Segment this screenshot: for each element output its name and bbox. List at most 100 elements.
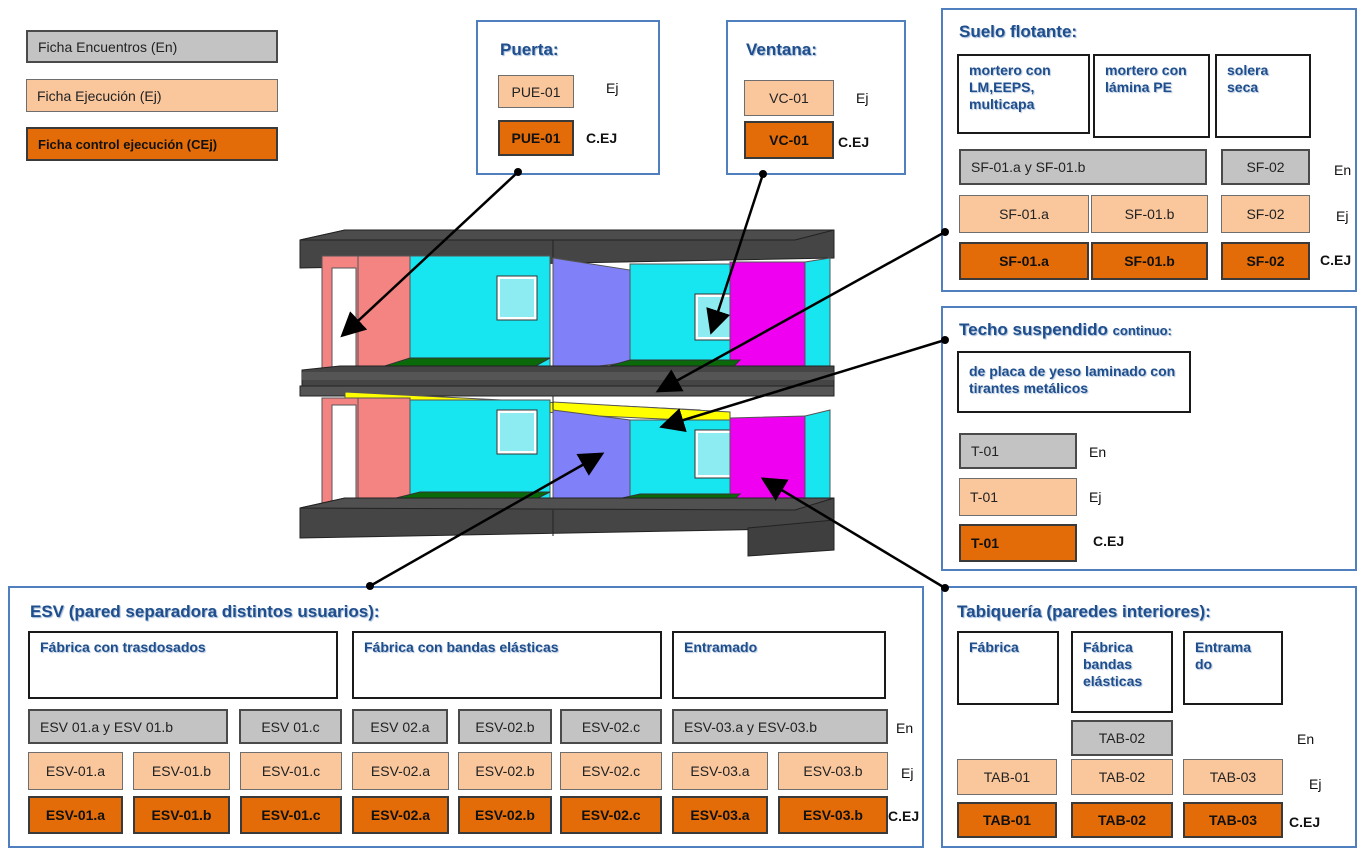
esv-en-chip-5: ESV-02.c (560, 709, 662, 744)
suelo-header-2: mortero con lámina PE (1093, 54, 1210, 138)
arrow-esv (369, 452, 605, 588)
esv-cej-chip-4: ESV-02.a (352, 796, 449, 834)
suelo-ej-chip-1: SF-01.a (959, 195, 1089, 233)
esv-header-3: Entramado (672, 631, 886, 699)
suelo-cej-chip-2: SF-01.b (1091, 242, 1208, 280)
esv-en-chip-4: ESV-02.b (458, 709, 552, 744)
ventana-title: Ventana: (746, 40, 817, 59)
arrow-puerta (340, 171, 519, 338)
esv-en-chip-2: ESV 01.c (239, 709, 342, 744)
upper-window-1-glass (500, 279, 534, 317)
techo-en-tag: En (1089, 444, 1107, 460)
dot-puerta (514, 168, 522, 176)
arrow-techo (659, 338, 946, 433)
esv-header-1: Fábrica con trasdosados (28, 631, 338, 699)
legend-encuentros: Ficha Encuentros (En) (26, 30, 278, 63)
legend-ejecucion: Ficha Ejecución (Ej) (26, 79, 278, 112)
tabiqueria-panel: Tabiquería (paredes interiores): Fábrica… (941, 586, 1357, 848)
esv-ej-chip-6: ESV-02.c (560, 752, 662, 790)
esv-title: ESV (pared separadora distintos usuarios… (30, 602, 380, 621)
tabiqueria-ej-chip-3: TAB-03 (1183, 759, 1283, 795)
puerta-cej-tag: C.EJ (586, 130, 618, 146)
tabiqueria-cej-tag: C.EJ (1289, 814, 1321, 830)
esv-ej-tag: Ej (901, 765, 914, 781)
arrow-ventana (706, 173, 765, 335)
tabiqueria-cej-chip-2: TAB-02 (1071, 802, 1173, 838)
puerta-cej-chip: PUE-01 (498, 120, 574, 156)
techo-cej-tag: C.EJ (1093, 533, 1125, 549)
puerta-ej-chip: PUE-01 (498, 75, 574, 108)
suelo-en-chip-1: SF-01.a y SF-01.b (959, 149, 1207, 185)
arrow-suelo (655, 230, 946, 393)
suelo-cej-chip-1: SF-01.a (959, 242, 1089, 280)
dot-techo (941, 336, 949, 344)
tabiqueria-header-2: Fábrica bandas elásticas (1071, 631, 1173, 713)
ventana-cej-tag: C.EJ (838, 134, 870, 150)
esv-ej-chip-5: ESV-02.b (458, 752, 552, 790)
tabiqueria-title: Tabiquería (paredes interiores): (957, 602, 1211, 621)
esv-cej-chip-1: ESV-01.a (28, 796, 123, 834)
ventana-ej-chip: VC-01 (744, 80, 834, 116)
puerta-ej-tag: Ej (606, 80, 619, 96)
esv-cej-chip-2: ESV-01.b (133, 796, 230, 834)
techo-title-main: Techo suspendido (959, 320, 1108, 339)
esv-ej-chip-8: ESV-03.b (778, 752, 888, 790)
techo-ej-chip: T-01 (959, 478, 1077, 516)
esv-cej-chip-5: ESV-02.b (458, 796, 552, 834)
techo-title: Techo suspendido continuo: (959, 320, 1172, 340)
techo-panel: Techo suspendido continuo: de placa de y… (941, 306, 1357, 571)
ventana-cej-chip: VC-01 (744, 121, 834, 159)
suelo-en-chip-2: SF-02 (1221, 149, 1310, 185)
esv-en-tag: En (896, 720, 914, 736)
suelo-panel: Suelo flotante: mortero con LM,EEPS, mul… (941, 8, 1357, 292)
suelo-en-tag: En (1334, 162, 1352, 178)
techo-cej-chip: T-01 (959, 524, 1077, 562)
suelo-cej-chip-3: SF-02 (1221, 242, 1310, 280)
esv-ej-chip-2: ESV-01.b (133, 752, 230, 790)
tabiqueria-cej-chip-1: TAB-01 (957, 802, 1057, 838)
puerta-title: Puerta: (500, 40, 559, 59)
esv-cej-chip-7: ESV-03.a (672, 796, 768, 834)
legend-control: Ficha control ejecución (CEj) (26, 127, 278, 161)
suelo-cej-tag: C.EJ (1320, 252, 1352, 268)
lower-door-opening (331, 404, 357, 506)
esv-cej-tag: C.EJ (888, 808, 920, 824)
dot-esv (366, 582, 374, 590)
esv-panel: ESV (pared separadora distintos usuarios… (8, 586, 924, 848)
tabiqueria-cej-chip-3: TAB-03 (1183, 802, 1283, 838)
tabiqueria-ej-tag: Ej (1309, 776, 1322, 792)
tabiqueria-ej-chip-2: TAB-02 (1071, 759, 1173, 795)
esv-cej-chip-8: ESV-03.b (778, 796, 888, 834)
esv-cej-chip-3: ESV-01.c (240, 796, 342, 834)
tabiqueria-header-3: Entrama do (1183, 631, 1283, 705)
ventana-panel: Ventana: VC-01 Ej VC-01 C.EJ (726, 20, 906, 175)
esv-ej-chip-1: ESV-01.a (28, 752, 123, 790)
suelo-title: Suelo flotante: (959, 22, 1078, 41)
esv-ej-chip-3: ESV-01.c (240, 752, 342, 790)
roof-top (299, 229, 835, 241)
esv-en-chip-3: ESV 02.a (352, 709, 448, 744)
suelo-ej-chip-2: SF-01.b (1091, 195, 1208, 233)
tabiqueria-header-1: Fábrica (957, 631, 1059, 705)
ventana-ej-tag: Ej (856, 90, 869, 106)
tabiqueria-en-chip: TAB-02 (1071, 720, 1173, 756)
techo-title-suffix: continuo: (1112, 323, 1172, 338)
esv-en-chip-1: ESV 01.a y ESV 01.b (28, 709, 228, 744)
suelo-ej-tag: Ej (1336, 208, 1349, 224)
esv-header-2: Fábrica con bandas elásticas (352, 631, 662, 699)
suelo-header-3: solera seca (1215, 54, 1311, 138)
esv-en-chip-6: ESV-03.a y ESV-03.b (672, 709, 888, 744)
suelo-ej-chip-3: SF-02 (1221, 195, 1310, 233)
esv-cej-chip-6: ESV-02.c (560, 796, 662, 834)
esv-ej-chip-7: ESV-03.a (672, 752, 768, 790)
tabiqueria-ej-chip-1: TAB-01 (957, 759, 1057, 795)
suelo-header-1: mortero con LM,EEPS, multicapa (957, 54, 1090, 134)
esv-ej-chip-4: ESV-02.a (352, 752, 449, 790)
puerta-panel: Puerta: PUE-01 Ej PUE-01 C.EJ (476, 20, 660, 175)
techo-header: de placa de yeso laminado con tirantes m… (957, 351, 1191, 413)
techo-en-chip: T-01 (959, 433, 1077, 469)
techo-ej-tag: Ej (1089, 489, 1102, 505)
dot-ventana (759, 170, 767, 178)
